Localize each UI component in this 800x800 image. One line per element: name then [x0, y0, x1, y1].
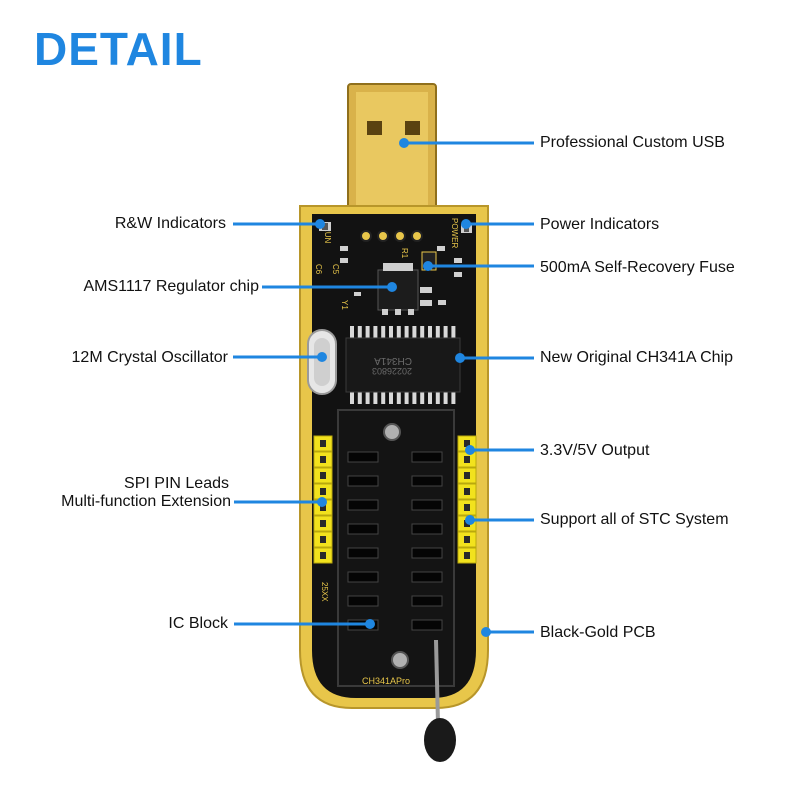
chip-pin — [373, 326, 378, 338]
chip-pin — [420, 326, 425, 338]
socket-slot — [347, 571, 379, 583]
header-pin-hole — [464, 536, 470, 543]
header-pin-hole — [464, 552, 470, 559]
header-pin-hole — [320, 440, 326, 447]
label-ch341a-chip: New Original CH341A Chip — [540, 349, 733, 366]
header-pin-hole — [320, 536, 326, 543]
ams1117-regulator-chip — [377, 263, 419, 315]
chip-pin — [381, 326, 386, 338]
header-pin-hole — [320, 456, 326, 463]
socket-slot — [347, 595, 379, 607]
chip-pin — [357, 326, 362, 338]
header-pin-hole — [320, 552, 326, 559]
chip-pin — [443, 392, 448, 404]
socket-slot — [411, 547, 443, 559]
chip-pin — [412, 392, 417, 404]
silk-y1: Y1 — [340, 300, 349, 310]
silk-c5: C5 — [331, 264, 340, 275]
chip-text: CH341A — [374, 355, 412, 366]
label-spi-pin-leads: SPI PIN Leads — [124, 475, 229, 492]
chip-pin — [404, 392, 409, 404]
label-stc-system: Support all of STC System — [540, 511, 729, 528]
chip-pin — [412, 326, 417, 338]
label-multi-function-extension: Multi-function Extension — [61, 493, 231, 510]
silk-run: RUN — [323, 226, 332, 244]
label-ams1117-regulator: AMS1117 Regulator chip — [83, 278, 259, 295]
chip-pin — [451, 392, 456, 404]
callout-lines — [233, 138, 534, 637]
header-pin-hole — [320, 520, 326, 527]
header-pin-hole — [464, 456, 470, 463]
usb-connector — [347, 83, 437, 217]
socket-slot — [411, 451, 443, 463]
spi-pin-header — [313, 435, 333, 564]
socket-slot — [347, 499, 379, 511]
chip-pin — [428, 392, 432, 404]
zif-lever — [424, 639, 456, 762]
socket-slot — [347, 523, 379, 535]
header-pin-hole — [464, 504, 470, 511]
label-crystal-oscillator: 12M Crystal Oscillator — [71, 349, 228, 366]
chip-pin — [435, 392, 440, 404]
silk-25xx: 25XX — [320, 582, 329, 602]
chip-pin — [420, 392, 425, 404]
silk-model: CH341APro — [362, 676, 410, 686]
socket-slot — [347, 451, 379, 463]
chip-pin — [357, 392, 362, 404]
socket-slot — [411, 595, 443, 607]
socket-slot — [411, 499, 443, 511]
usb-solder-pads — [360, 230, 423, 242]
silk-r1: R1 — [400, 248, 409, 259]
socket-slot — [411, 475, 443, 487]
socket-slot — [411, 571, 443, 583]
label-self-recovery-fuse: 500mA Self-Recovery Fuse — [540, 259, 735, 276]
chip-pin — [365, 326, 370, 338]
ic-socket — [337, 409, 455, 687]
chip-pin — [381, 392, 386, 404]
chip-pin — [428, 326, 432, 338]
silk-power: POWER — [450, 218, 459, 248]
header-pin-hole — [320, 488, 326, 495]
chip-pin — [396, 392, 401, 404]
header-pin-hole — [464, 488, 470, 495]
label-rw-indicators: R&W Indicators — [114, 215, 226, 232]
chip-pin — [451, 326, 456, 338]
socket-slot — [411, 619, 443, 631]
chip-pin — [350, 326, 354, 338]
label-ic-block: IC Block — [168, 615, 228, 632]
label-voltage-output: 3.3V/5V Output — [540, 442, 650, 459]
chip-pin — [443, 326, 448, 338]
page-title: DETAIL — [34, 23, 203, 75]
rw-indicator-led — [319, 222, 331, 231]
socket-slot — [411, 523, 443, 535]
socket-slot — [347, 547, 379, 559]
chip-code: 20226803 — [372, 366, 412, 376]
chip-pin — [373, 392, 378, 404]
silk-c6: C6 — [314, 264, 323, 275]
label-professional-custom-usb: Professional Custom USB — [540, 134, 725, 151]
chip-pin — [435, 326, 440, 338]
header-pin-hole — [464, 440, 470, 447]
label-black-gold-pcb: Black-Gold PCB — [540, 624, 656, 641]
chip-pin — [404, 326, 409, 338]
header-pin-hole — [464, 472, 470, 479]
socket-slot — [347, 475, 379, 487]
smd-components — [340, 246, 462, 306]
chip-pin — [389, 392, 393, 404]
output-pin-header — [457, 435, 477, 564]
chip-pin — [350, 392, 354, 404]
header-pin-hole — [320, 472, 326, 479]
chip-pin — [396, 326, 401, 338]
chip-pin — [389, 326, 393, 338]
header-pin-hole — [320, 504, 326, 511]
ch341a-chip: CH341A 20226803 — [345, 326, 461, 404]
label-power-indicators: Power Indicators — [540, 216, 660, 233]
chip-pin — [365, 392, 370, 404]
